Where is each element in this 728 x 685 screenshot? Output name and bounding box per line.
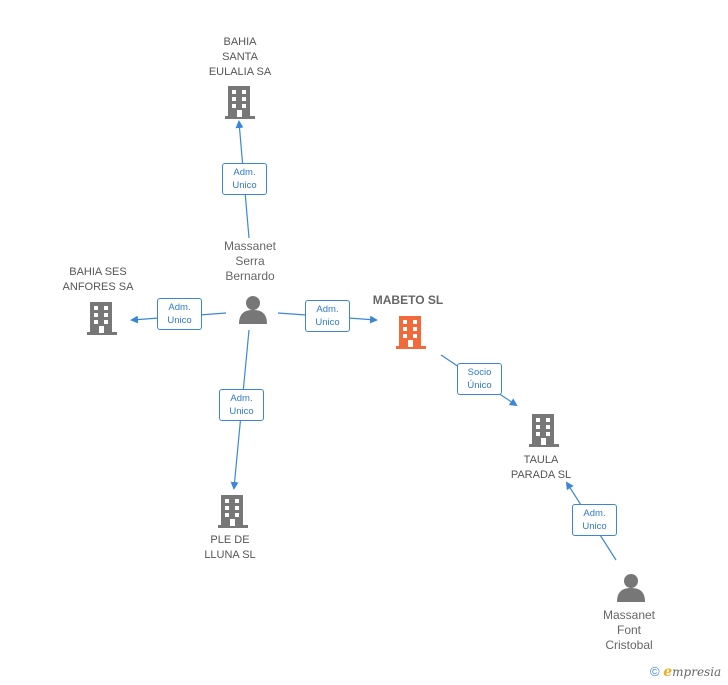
person-icon[interactable]	[238, 295, 268, 325]
relation-badge[interactable]: Adm. Unico	[572, 504, 617, 536]
footer-brand[interactable]: © empresia	[650, 664, 721, 680]
relation-badge[interactable]: Adm. Unico	[157, 298, 202, 330]
building-icon[interactable]	[217, 493, 249, 529]
node-label-bahia-santa: BAHIA SANTA EULALIA SA	[208, 36, 272, 78]
building-icon[interactable]	[395, 314, 427, 350]
node-label-massanet-serra: Massanet Serra Bernardo	[223, 239, 277, 283]
relation-badge[interactable]: Adm. Unico	[222, 163, 267, 195]
relation-badge[interactable]: Adm. Unico	[219, 389, 264, 421]
node-label-massanet-font: Massanet Font Cristobal	[602, 608, 656, 652]
person-icon[interactable]	[616, 573, 646, 603]
brand-logo: empresia	[663, 664, 722, 680]
building-icon[interactable]	[224, 84, 256, 120]
building-icon[interactable]	[528, 412, 560, 448]
node-label-bahia-ses: BAHIA SES ANFORES SA	[62, 266, 134, 293]
relation-badge[interactable]: Socio Único	[457, 363, 502, 395]
building-icon[interactable]	[86, 300, 118, 336]
copyright-icon: ©	[650, 664, 660, 679]
node-label-mabeto: MABETO SL	[372, 293, 444, 307]
node-label-ple-de-lluna: PLE DE LLUNA SL	[204, 534, 256, 561]
relation-badge[interactable]: Adm. Unico	[305, 300, 350, 332]
node-label-taula: TAULA PARADA SL	[510, 454, 572, 481]
